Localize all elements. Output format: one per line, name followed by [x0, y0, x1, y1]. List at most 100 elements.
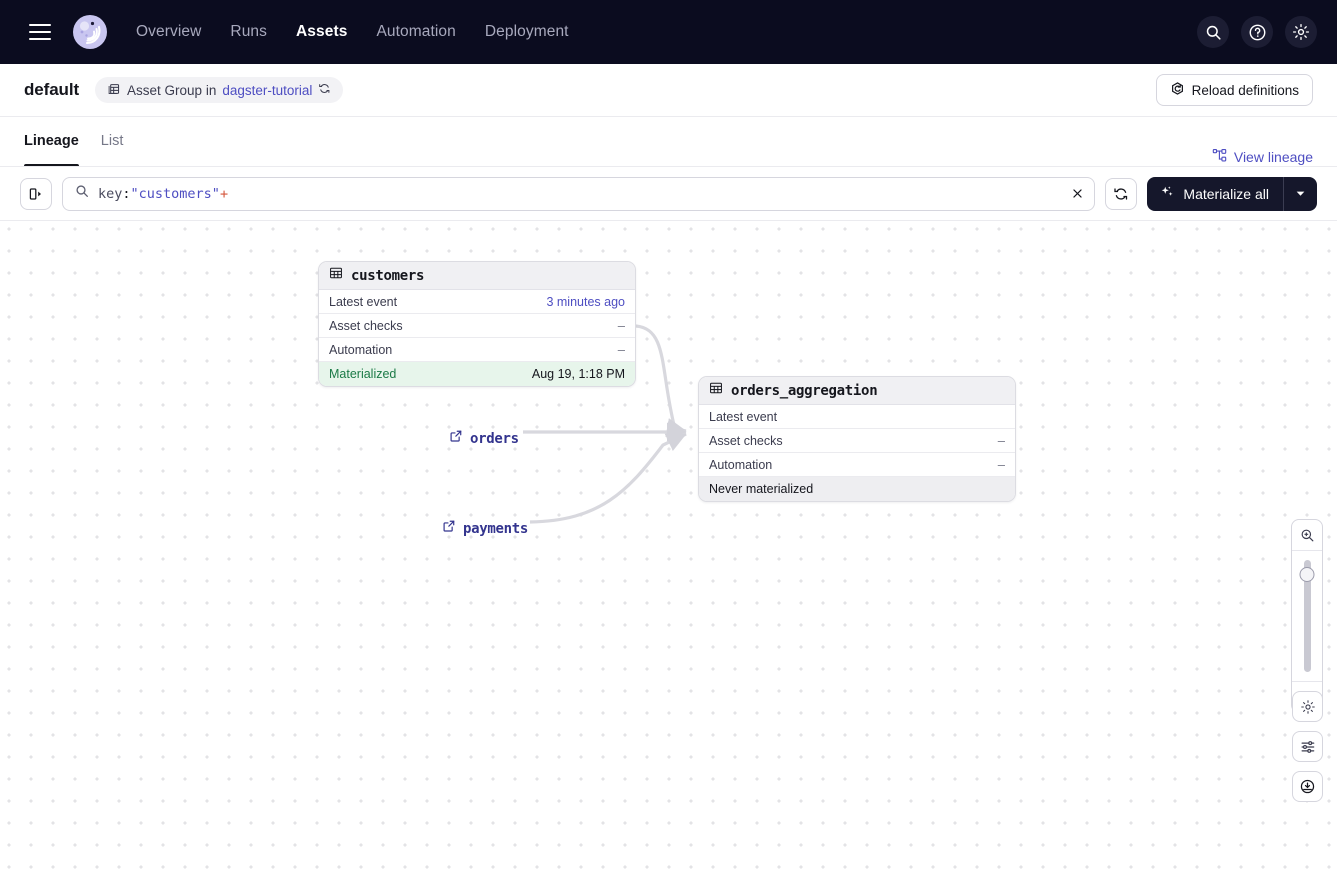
page-title: default: [24, 80, 80, 99]
gear-icon[interactable]: [1285, 16, 1317, 48]
sparkle-icon: [1160, 185, 1175, 203]
panel-expand-icon[interactable]: [20, 177, 52, 210]
external-link-icon: [449, 429, 463, 448]
row-label: Asset checks: [709, 433, 783, 448]
hamburger-menu-icon[interactable]: [22, 14, 58, 50]
materialize-all-main[interactable]: Materialize all: [1147, 177, 1283, 211]
row-value: Aug 19, 1:18 PM: [531, 367, 625, 381]
row-label: Materialized: [329, 367, 397, 381]
nav-icon-group: [1197, 16, 1317, 48]
refresh-icon[interactable]: [318, 82, 331, 98]
graph-settings-button[interactable]: [1292, 691, 1323, 722]
search-token-string: "customers": [130, 185, 220, 202]
top-navigation-bar: Overview Runs Assets Automation Deployme…: [0, 0, 1337, 64]
zoom-slider-knob[interactable]: [1299, 567, 1315, 582]
search-token-colon: :: [122, 185, 131, 202]
zoom-controls: [1291, 519, 1323, 713]
zoom-separator-bottom: [1292, 681, 1322, 682]
row-value: –: [617, 318, 625, 333]
asset-group-chip-link[interactable]: dagster-tutorial: [222, 82, 313, 98]
refresh-graph-button[interactable]: [1105, 177, 1138, 210]
row-label: Automation: [329, 342, 393, 357]
row-value: –: [617, 342, 625, 357]
tab-lineage[interactable]: Lineage: [24, 117, 79, 166]
asset-node-header: customers: [319, 262, 635, 290]
edge-payments-to-orders-aggregation: [529, 432, 687, 524]
nav-link-runs[interactable]: Runs: [230, 23, 267, 40]
materialize-all-button[interactable]: Materialize all: [1147, 176, 1317, 211]
close-icon[interactable]: [1063, 187, 1084, 200]
graph-toolbar: key:"customers"+: [0, 167, 1337, 221]
search-input[interactable]: key:"customers"+: [62, 176, 1096, 211]
page-header: default Asset Group in dagster-tutorial: [0, 64, 1337, 117]
tab-list-view[interactable]: List: [100, 133, 124, 149]
graph-edges: [523, 324, 687, 524]
nav-link-automation[interactable]: Automation: [376, 23, 456, 40]
asset-node-row-latest-event: Latest event: [699, 405, 1015, 429]
search-token-key: key: [98, 185, 123, 202]
search-token-operator: +: [219, 185, 229, 202]
asset-group-chip-text: Asset Group in: [127, 82, 217, 98]
zoom-slider[interactable]: [1292, 551, 1322, 681]
asset-node-title: orders_aggregation: [731, 382, 878, 399]
reload-definitions-icon: [1170, 81, 1185, 99]
row-value: –: [997, 457, 1005, 472]
reload-definitions-button[interactable]: Reload definitions: [1155, 74, 1313, 106]
row-label: Latest event: [329, 294, 398, 309]
row-value: –: [997, 433, 1005, 448]
view-lineage-label: View lineage: [1233, 149, 1313, 165]
sliders-icon: [1301, 740, 1314, 753]
primary-nav-links: Overview Runs Assets Automation Deployme…: [136, 23, 569, 41]
external-asset-node-payments[interactable]: payments: [442, 519, 528, 538]
external-asset-label: payments: [463, 520, 529, 537]
external-link-icon: [442, 519, 456, 538]
external-asset-node-orders[interactable]: orders: [449, 429, 519, 448]
asset-node-row-asset-checks: Asset checks –: [699, 429, 1015, 453]
asset-node-title: customers: [351, 267, 425, 284]
asset-group-icon: [107, 82, 121, 99]
dagster-logo-icon[interactable]: [68, 10, 112, 54]
search-icon: [75, 184, 89, 203]
reload-definitions-label: Reload definitions: [1191, 82, 1299, 98]
search-icon[interactable]: [1197, 16, 1229, 48]
recenter-icon: [1300, 779, 1315, 794]
help-icon[interactable]: [1241, 16, 1273, 48]
nav-link-overview[interactable]: Overview: [136, 23, 202, 40]
asset-node-row-never-materialized: Never materialized: [699, 477, 1015, 501]
asset-node-row-automation: Automation –: [319, 338, 635, 362]
asset-node-row-asset-checks: Asset checks –: [319, 314, 635, 338]
zoom-separator-top: [1292, 550, 1322, 551]
asset-node-row-automation: Automation –: [699, 453, 1015, 477]
row-label: Automation: [709, 457, 773, 472]
row-value: 3 minutes ago: [546, 294, 625, 309]
zoom-in-icon[interactable]: [1292, 520, 1322, 550]
asset-node-customers[interactable]: customers Latest event 3 minutes ago Ass…: [318, 261, 636, 387]
gear-icon: [1300, 699, 1315, 714]
materialize-all-label: Materialize all: [1183, 185, 1269, 202]
lineage-graph-canvas[interactable]: customers Latest event 3 minutes ago Ass…: [0, 221, 1337, 873]
view-lineage-button[interactable]: View lineage: [1212, 148, 1313, 166]
asset-node-row-latest-event: Latest event 3 minutes ago: [319, 290, 635, 314]
asset-group-chip[interactable]: Asset Group in dagster-tutorial: [95, 77, 344, 103]
tabs-row: Lineage List View lineage: [0, 117, 1337, 167]
asset-node-row-materialized: Materialized Aug 19, 1:18 PM: [319, 362, 635, 386]
table-icon: [709, 381, 723, 400]
zoom-slider-track: [1303, 560, 1311, 672]
graph-filters-button[interactable]: [1292, 731, 1323, 762]
table-icon: [329, 266, 343, 285]
external-asset-label: orders: [470, 430, 519, 447]
search-query-text: key:"customers"+: [98, 186, 228, 202]
recenter-graph-button[interactable]: [1292, 771, 1323, 802]
row-label: Asset checks: [329, 318, 403, 333]
edge-customers-to-orders-aggregation: [635, 324, 687, 438]
materialize-divider: [1283, 176, 1284, 211]
nav-link-deployment[interactable]: Deployment: [484, 23, 569, 40]
row-label: Latest event: [709, 409, 778, 424]
row-label: Never materialized: [709, 482, 814, 496]
asset-node-header: orders_aggregation: [699, 377, 1015, 405]
asset-node-orders-aggregation[interactable]: orders_aggregation Latest event Asset ch…: [698, 376, 1016, 502]
nav-link-assets[interactable]: Assets: [296, 23, 348, 40]
chevron-down-icon[interactable]: [1284, 177, 1317, 211]
tab-list: Lineage List: [24, 117, 123, 166]
